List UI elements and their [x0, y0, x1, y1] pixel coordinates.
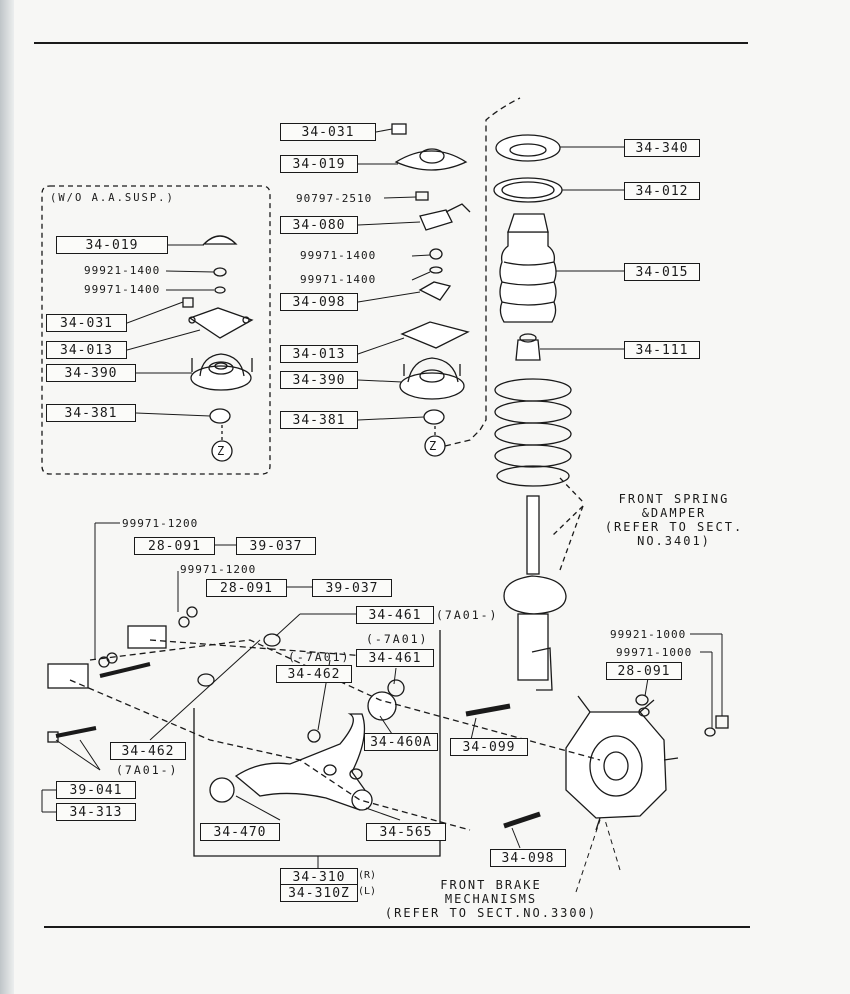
scan-edge [0, 0, 14, 994]
part-label: 34-080 [280, 216, 358, 234]
part-label: 28-091 [206, 579, 287, 597]
part-number: 99971-1200 [122, 517, 199, 530]
part-label: 34-111 [624, 341, 700, 359]
left-inset-parts [182, 235, 254, 462]
part-label: 34-462 [110, 742, 186, 760]
part-number: 99971-1000 [616, 646, 693, 659]
part-label: 34-013 [46, 341, 127, 359]
front-spring-note: FRONT SPRING &DAMPER (REFER TO SECT. NO.… [604, 492, 744, 548]
wo-aa-susp-label: (W/O A.A.SUSP.) [50, 192, 175, 204]
part-label: 34-031 [280, 123, 376, 141]
z-marker: Z [217, 444, 227, 458]
top-rule [34, 42, 748, 44]
part-number: 99921-1400 [84, 264, 161, 277]
part-label: 39-037 [312, 579, 392, 597]
spring-damper-assembly [493, 134, 584, 691]
part-label: 34-098 [280, 293, 358, 311]
part-label: 34-381 [280, 411, 358, 429]
model-code: (-7A01) [366, 632, 429, 646]
z-marker: Z [429, 439, 439, 453]
part-label: 34-013 [280, 345, 358, 363]
bottom-rule [44, 926, 750, 928]
part-label: 34-565 [366, 823, 446, 841]
part-label: 34-313 [56, 803, 136, 821]
side-marker: (L) [358, 886, 377, 897]
part-label: 34-012 [624, 182, 700, 200]
model-code: (-7A01) [288, 650, 351, 664]
part-label: 34-462 [276, 665, 352, 683]
part-number: 99971-1400 [300, 249, 377, 262]
front-brake-note: FRONT BRAKE MECHANISMS (REFER TO SECT.NO… [384, 878, 598, 920]
part-label: 28-091 [134, 537, 215, 555]
part-label: 39-037 [236, 537, 316, 555]
part-number: 99971-1400 [84, 283, 161, 296]
part-label: 28-091 [606, 662, 682, 680]
model-code: (7A01-) [116, 763, 179, 777]
part-label: 34-098 [490, 849, 566, 867]
part-label: 34-310Z [280, 884, 358, 902]
part-number: 90797-2510 [296, 192, 373, 205]
part-label: 34-390 [280, 371, 358, 389]
knuckle-hub [465, 694, 729, 831]
part-label: 34-460A [364, 733, 438, 751]
part-label: 34-031 [46, 314, 127, 332]
part-label: 34-470 [200, 823, 280, 841]
part-label: 34-340 [624, 139, 700, 157]
leader-lines [41, 128, 723, 893]
part-number: 99921-1000 [610, 628, 687, 641]
part-label: 34-019 [280, 155, 358, 173]
model-code: (7A01-) [436, 608, 499, 622]
part-label: 34-019 [56, 236, 168, 254]
side-marker: (R) [358, 870, 377, 881]
part-number: 99971-1200 [180, 563, 257, 576]
wo-aa-susp-box [41, 185, 271, 475]
part-label: 34-099 [450, 738, 528, 756]
part-label: 34-015 [624, 263, 700, 281]
part-label: 34-461 [356, 606, 434, 624]
part-label: 34-381 [46, 404, 136, 422]
lower-control-arm [47, 606, 601, 857]
part-label: 34-461 [356, 649, 434, 667]
part-number: 99971-1400 [300, 273, 377, 286]
center-top-mount [391, 97, 521, 457]
part-label: 39-041 [56, 781, 136, 799]
part-label: 34-390 [46, 364, 136, 382]
